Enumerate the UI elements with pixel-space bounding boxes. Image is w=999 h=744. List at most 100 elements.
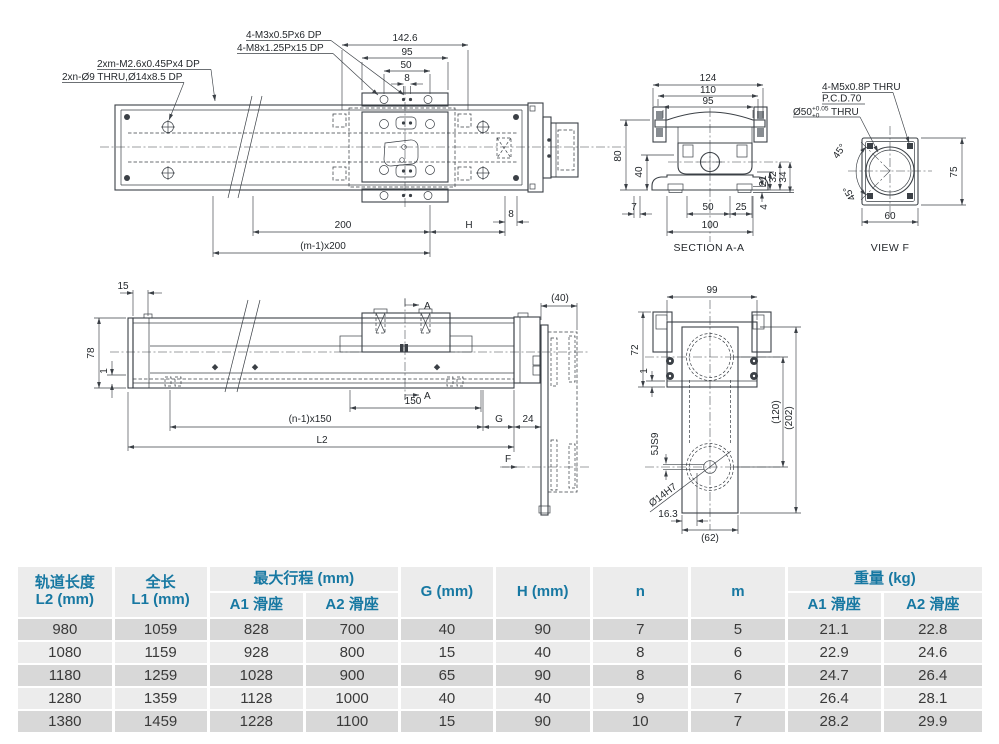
end-view-dims bbox=[638, 295, 801, 534]
dim-label: 100 bbox=[702, 220, 719, 231]
cell: 1180 bbox=[18, 665, 112, 686]
cell: 90 bbox=[495, 619, 590, 640]
header-rail-length: 轨道长度 L2 (mm) bbox=[18, 567, 112, 617]
header-weight: 重量 (kg) bbox=[787, 567, 982, 591]
cell: 800 bbox=[306, 642, 398, 663]
dim-label: 1 bbox=[99, 368, 110, 374]
cell: 21.1 bbox=[787, 619, 881, 640]
dim-label: 72 bbox=[630, 344, 641, 356]
header-m: m bbox=[691, 567, 785, 617]
cell: 28.1 bbox=[883, 688, 982, 709]
dim-label: 21 bbox=[758, 175, 769, 187]
cell: 1459 bbox=[114, 711, 207, 732]
cell: 700 bbox=[306, 619, 398, 640]
cell: 1128 bbox=[209, 688, 304, 709]
cell: 40 bbox=[401, 688, 493, 709]
view-arrow-label: F bbox=[505, 454, 511, 465]
dim-label: 24 bbox=[522, 414, 534, 425]
cell: 5 bbox=[691, 619, 785, 640]
cell: 1059 bbox=[114, 619, 207, 640]
dim-label: 200 bbox=[335, 220, 352, 231]
dim-label: 40 bbox=[634, 166, 645, 178]
leader-label: 2xm-M2.6x0.45Px4 DP bbox=[97, 59, 200, 70]
dim-label: (m-1)x200 bbox=[300, 241, 346, 252]
view-title-f: VIEW F bbox=[871, 242, 910, 254]
leader-label: P.C.D.70 bbox=[822, 94, 862, 105]
cell: 7 bbox=[691, 688, 785, 709]
dim-label: (n-1)x150 bbox=[289, 414, 332, 425]
dim-label: 150 bbox=[405, 396, 422, 407]
dim-label: 15 bbox=[117, 281, 129, 292]
cell: 8 bbox=[592, 665, 689, 686]
dim-label: 99 bbox=[706, 285, 718, 296]
cell: 8 bbox=[592, 642, 689, 663]
cell: 1359 bbox=[114, 688, 207, 709]
dim-label: 124 bbox=[700, 73, 717, 84]
header-g: G (mm) bbox=[401, 567, 493, 617]
cell: 29.9 bbox=[883, 711, 982, 732]
leader-label: 4-M8x1.25Px15 DP bbox=[237, 43, 324, 54]
dim-label: 8 bbox=[508, 209, 514, 220]
cell: 1100 bbox=[306, 711, 398, 732]
cell: 1228 bbox=[209, 711, 304, 732]
cell: 980 bbox=[18, 619, 112, 640]
dim-label: G bbox=[495, 414, 503, 425]
cell: 1028 bbox=[209, 665, 304, 686]
dim-label: (40) bbox=[551, 293, 569, 304]
plan-leaders bbox=[62, 40, 405, 121]
plan-bottom-dims bbox=[212, 196, 529, 257]
dim-label: 60 bbox=[884, 211, 896, 222]
leader-label: THRU bbox=[831, 107, 859, 118]
cell: 90 bbox=[495, 665, 590, 686]
cell: 40 bbox=[495, 642, 590, 663]
cell: 900 bbox=[306, 665, 398, 686]
header-total-length: 全长 L1 (mm) bbox=[114, 567, 207, 617]
dim-label: 16.3 bbox=[658, 509, 678, 520]
header-max-stroke: 最大行程 (mm) bbox=[209, 567, 398, 591]
cell: 24.6 bbox=[883, 642, 982, 663]
cell: 40 bbox=[495, 688, 590, 709]
cell: 15 bbox=[401, 642, 493, 663]
dim-label: 34 bbox=[778, 171, 789, 183]
section-mark-label: A bbox=[424, 391, 431, 402]
section-cut-marks bbox=[404, 298, 420, 400]
dim-label: Ø14H7 bbox=[647, 481, 679, 509]
dim-label: 142.6 bbox=[392, 33, 417, 44]
section-aa-view: 124 110 95 80 40 7 50 25 100 bbox=[613, 73, 794, 254]
leader-label: 4-M3x0.5Px6 DP bbox=[246, 30, 322, 41]
dim-label: H bbox=[465, 220, 472, 231]
header-stroke-a1: A1 滑座 bbox=[209, 593, 304, 617]
technical-drawing: 142.6 95 50 8 2xm-M2.6x0.45Px4 DP 2xn-Ø9… bbox=[62, 30, 966, 544]
cell: 24.7 bbox=[787, 665, 881, 686]
cell: 26.4 bbox=[787, 688, 881, 709]
spec-table: 轨道长度 L2 (mm) 全长 L1 (mm) 最大行程 (mm) G (mm)… bbox=[15, 565, 985, 734]
cell: 10 bbox=[592, 711, 689, 732]
carriage-bolts bbox=[379, 119, 435, 175]
side-view-dims bbox=[94, 290, 578, 452]
header-line: L1 (mm) bbox=[131, 591, 190, 608]
tolerance-upper: +0.05 bbox=[812, 106, 829, 113]
dim-label: 45° bbox=[841, 184, 858, 203]
dim-label: 4 bbox=[759, 204, 770, 210]
header-weight-a2: A2 滑座 bbox=[883, 593, 982, 617]
dim-label: 5JS9 bbox=[650, 432, 661, 455]
cell: 828 bbox=[209, 619, 304, 640]
dim-label: 110 bbox=[700, 85, 716, 96]
end-view: 99 72 1 (120) (202) 5JS9 Ø14H7 16.3 (62) bbox=[630, 285, 801, 544]
cell: 6 bbox=[691, 642, 785, 663]
header-n: n bbox=[592, 567, 689, 617]
dim-label: (120) bbox=[771, 400, 782, 423]
cell: 22.8 bbox=[883, 619, 982, 640]
spec-table-header: 轨道长度 L2 (mm) 全长 L1 (mm) 最大行程 (mm) G (mm)… bbox=[18, 567, 982, 617]
header-weight-a1: A1 滑座 bbox=[787, 593, 881, 617]
cell: 7 bbox=[691, 711, 785, 732]
header-line: 轨道长度 bbox=[34, 574, 95, 592]
tolerance-lower: +0 bbox=[812, 113, 820, 120]
header-h: H (mm) bbox=[495, 567, 590, 617]
